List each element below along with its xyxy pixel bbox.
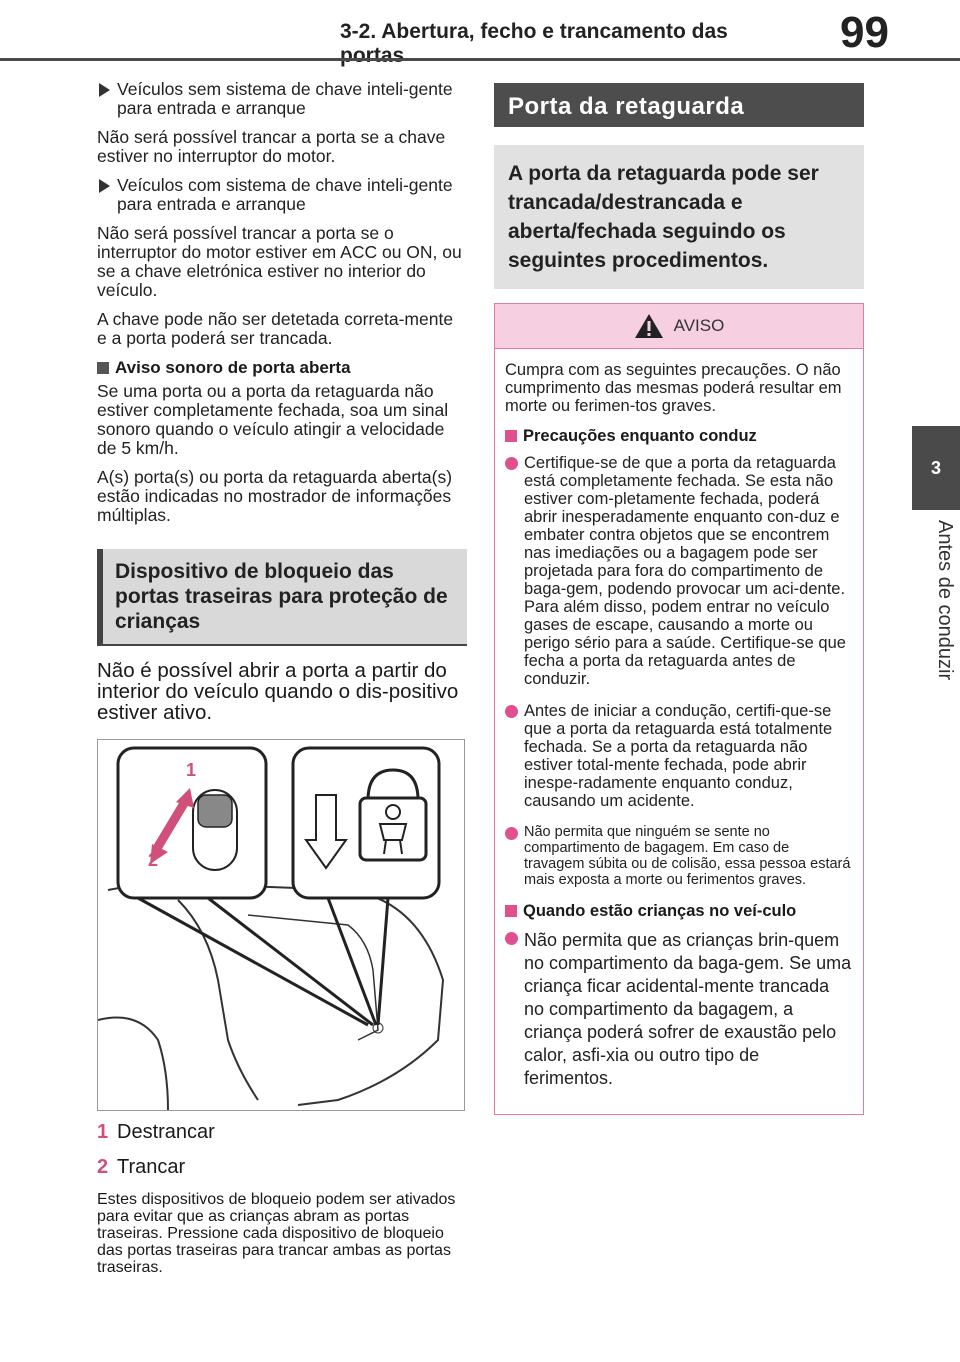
warning-body: Cumpra com as seguintes precauções. O nã… — [495, 349, 863, 1114]
legend-unlock: 1 Destrancar — [97, 1121, 215, 1143]
closing-paragraph: Estes dispositivos de bloqueio podem ser… — [97, 1191, 456, 1276]
subheading-children: Quando estão crianças no veí-culo — [505, 902, 853, 921]
right-column: Porta da retaguarda A porta da retaguard… — [494, 83, 864, 1115]
warning-label: AVISO — [673, 316, 725, 335]
legend-lock: 2 Trancar — [97, 1156, 186, 1178]
back-door-intro: A porta da retaguarda pode ser trancada/… — [494, 145, 864, 289]
left-column: Veículos sem sistema de chave inteli-gen… — [97, 80, 467, 1276]
bullet-dot-icon — [505, 705, 518, 718]
bullet-dot-icon — [505, 827, 518, 840]
square-bullet-icon — [97, 362, 109, 374]
warning-item: Antes de iniciar a condução, certifi-que… — [505, 702, 853, 810]
subheading-while-driving: Precauções enquanto conduz — [505, 427, 853, 446]
paragraph: A(s) porta(s) ou porta da retaguarda abe… — [97, 467, 453, 525]
warning-item: Não permita que as crianças brin-quem no… — [505, 929, 853, 1090]
paragraph: A chave pode não ser detetada correta-me… — [97, 309, 454, 348]
warning-item: Não permita que ninguém se sente no comp… — [505, 824, 853, 888]
bullet-no-smart-key: Veículos sem sistema de chave inteli-gen… — [97, 80, 467, 118]
header-rule — [0, 58, 960, 61]
door-lock-drawing: 1 2 — [97, 746, 445, 1111]
section-title-child-lock: Dispositivo de bloqueio das portas trase… — [97, 549, 467, 646]
section-intro: Não é possível abrir a porta a partir do… — [97, 659, 459, 724]
warning-item: Certifique-se de que a porta da retaguar… — [505, 454, 853, 688]
subheading-door-buzzer: Aviso sonoro de porta aberta — [97, 358, 467, 378]
figure-label-1: 1 — [186, 760, 196, 780]
arrow-icon — [99, 179, 110, 193]
paragraph: Se uma porta ou a porta da retaguarda nã… — [97, 381, 449, 458]
bullet-dot-icon — [505, 932, 518, 945]
bullet-dot-icon — [505, 457, 518, 470]
section-title-back-door: Porta da retaguarda — [494, 83, 864, 127]
figure-label-2: 2 — [148, 850, 158, 870]
warning-lead: Cumpra com as seguintes precauções. O nã… — [505, 361, 842, 415]
square-bullet-icon — [505, 905, 517, 917]
chapter-label: Antes de conduzir — [934, 520, 956, 681]
child-lock-illustration: 1 2 — [97, 739, 465, 1111]
bullet-smart-key: Veículos com sistema de chave inteli-gen… — [97, 176, 467, 214]
page-number: 99 — [840, 8, 889, 57]
square-bullet-icon — [505, 430, 517, 442]
warning-header: AVISO — [495, 304, 863, 349]
paragraph: Não será possível trancar a porta se o i… — [97, 223, 462, 300]
warning-box: AVISO Cumpra com as seguintes precauções… — [494, 303, 864, 1115]
paragraph: Não será possível trancar a porta se a c… — [97, 127, 446, 166]
warning-triangle-icon — [634, 314, 663, 338]
chapter-tab: 3 — [912, 426, 960, 510]
arrow-icon — [99, 83, 110, 97]
running-header: 3-2. Abertura, fecho e trancamento das p… — [340, 20, 728, 67]
